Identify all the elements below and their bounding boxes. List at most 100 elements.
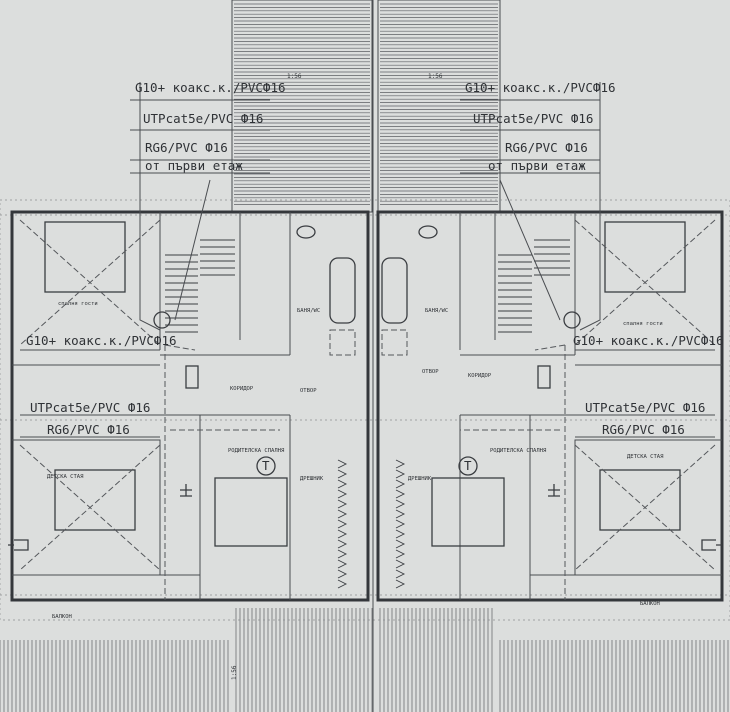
telephone-socket-icon-right (458, 456, 478, 476)
power-socket-icon-right (548, 484, 560, 497)
bed-guest-left (44, 221, 126, 293)
room-label-shaft-left: ОТВОР (300, 388, 317, 394)
coax-label-top-right: G10+ коакс.к./PVCФ16 (465, 80, 616, 95)
wardrobe-hanger (395, 579, 406, 589)
distribution-box-icon-left (185, 365, 199, 389)
tv-socket-icon-right (701, 539, 722, 551)
bed-guest-right (604, 221, 686, 293)
cable-route-right (460, 344, 566, 600)
roof-hatching-top (234, 3, 498, 205)
shower-left (329, 329, 356, 356)
room-label-balcony-left: БАЛКОН (52, 614, 72, 620)
wardrobe-hanger (337, 519, 348, 529)
wardrobe-hanger (395, 489, 406, 499)
scale-label-top-right: 1:56 (428, 73, 443, 80)
roof-hatching-bottom (0, 608, 729, 712)
wardrobe-hanger (337, 559, 348, 569)
room-label-shaft-right: ОТВОР (422, 369, 439, 375)
telephone-symbol-right: T (464, 458, 472, 473)
from-floor-label-left: от първи етаж (145, 158, 243, 173)
room-label-corridor-right: КОРИДОР (468, 373, 492, 379)
from-floor-label-right: от първи етаж (488, 158, 586, 173)
wardrobe-hanger (395, 549, 406, 559)
wardrobe-hanger (395, 469, 406, 479)
stairs-right (498, 239, 570, 333)
room-label-children-right: ДЕТСКА СТАЯ (627, 454, 664, 460)
tv-socket-icon-left (8, 539, 29, 551)
rg6-label-mid-left: RG6/PVC Ф16 (47, 422, 130, 437)
cable-label-frame-right (460, 99, 600, 174)
scale-label-top-left: 1:56 (287, 73, 302, 80)
wardrobe-hanger (395, 499, 406, 509)
left-unit-interior-walls (12, 212, 291, 600)
wardrobe-hanger (395, 479, 406, 489)
cable-leader-left (139, 82, 211, 331)
room-label-guest-bedroom-right: спалня гости (623, 321, 663, 327)
room-label-corridor-left: КОРИДОР (230, 386, 254, 392)
room-label-parents-left: РОДИТЕЛСКА СПАЛНЯ (228, 448, 285, 454)
right-unit-outer-wall (376, 210, 724, 602)
cable-leader-right (499, 82, 601, 331)
utp-label-top-left: UTPcat5e/PVC Ф16 (143, 111, 263, 126)
wardrobe-hanger (395, 509, 406, 519)
wardrobe-hanger (337, 459, 348, 469)
room-label-wardrobe-left: ДРЕШНИК (300, 476, 324, 482)
room-label-children-left: ДЕТСКА СТАЯ (47, 474, 84, 480)
cable-label-frame-mid-left (20, 349, 160, 438)
bathtub-right (381, 257, 408, 324)
wardrobe-hanger (395, 529, 406, 539)
diagonal-lines-left (19, 219, 161, 571)
room-label-wardrobe-right: ДРЕШНИК (408, 476, 432, 482)
utp-label-mid-left: UTPcat5e/PVC Ф16 (30, 400, 150, 415)
wardrobe-hanger (337, 509, 348, 519)
washbasin-left (296, 225, 316, 239)
wardrobe-hanger (337, 539, 348, 549)
cable-route-left (164, 344, 280, 600)
diagonal-lines-right (574, 219, 716, 571)
room-label-bathroom-left: БАНЯ/WC (297, 308, 320, 314)
wardrobe-hanger (395, 559, 406, 569)
bed-parents-right (431, 477, 505, 547)
rg6-label-top-right: RG6/PVC Ф16 (505, 140, 588, 155)
room-label-guest-bedroom-left: спалня гости (58, 301, 98, 307)
telephone-socket-icon-left (256, 456, 276, 476)
scale-label-bottom: 1:56 (231, 665, 238, 680)
wardrobe-hanger (395, 569, 406, 579)
bed-children-left (54, 469, 136, 531)
rg6-label-mid-right: RG6/PVC Ф16 (602, 422, 685, 437)
wardrobe-hanger (395, 519, 406, 529)
left-unit-outer-wall (10, 210, 370, 602)
telephone-symbol-left: T (262, 458, 270, 473)
wardrobe-hanger (395, 459, 406, 469)
rg6-label-top-left: RG6/PVC Ф16 (145, 140, 228, 155)
right-unit-interior-walls (459, 212, 722, 600)
utp-label-top-right: UTPcat5e/PVC Ф16 (473, 111, 593, 126)
wardrobe-hanger (337, 529, 348, 539)
wardrobe-hanger (337, 549, 348, 559)
room-label-bathroom-right: БАНЯ/WC (425, 308, 448, 314)
bathtub-left (329, 257, 356, 324)
bed-parents-left (214, 477, 288, 547)
utp-label-mid-right: UTPcat5e/PVC Ф16 (585, 400, 705, 415)
shower-right (381, 329, 408, 356)
antenna-socket-icon-left (153, 311, 171, 329)
wardrobe-hanger (337, 579, 348, 589)
wardrobe-hanger (337, 499, 348, 509)
coax-label-mid-right: G10+ коакс.к./PVCФ16 (573, 333, 724, 348)
bed-children-right (599, 469, 681, 531)
cable-label-frame-left (130, 99, 270, 174)
building-outline (0, 199, 730, 621)
coax-label-mid-left: G10+ коакс.к./PVCФ16 (26, 333, 177, 348)
power-socket-icon-left (180, 484, 192, 497)
stairs-left (165, 239, 235, 333)
wardrobe-hanger (337, 479, 348, 489)
wardrobe-hatching (337, 459, 406, 589)
wardrobe-hanger (337, 489, 348, 499)
washbasin-right (418, 225, 438, 239)
coax-label-top-left: G10+ коакс.к./PVCФ16 (135, 80, 286, 95)
wardrobe-hanger (395, 539, 406, 549)
distribution-box-icon-right (537, 365, 551, 389)
wardrobe-hanger (337, 569, 348, 579)
